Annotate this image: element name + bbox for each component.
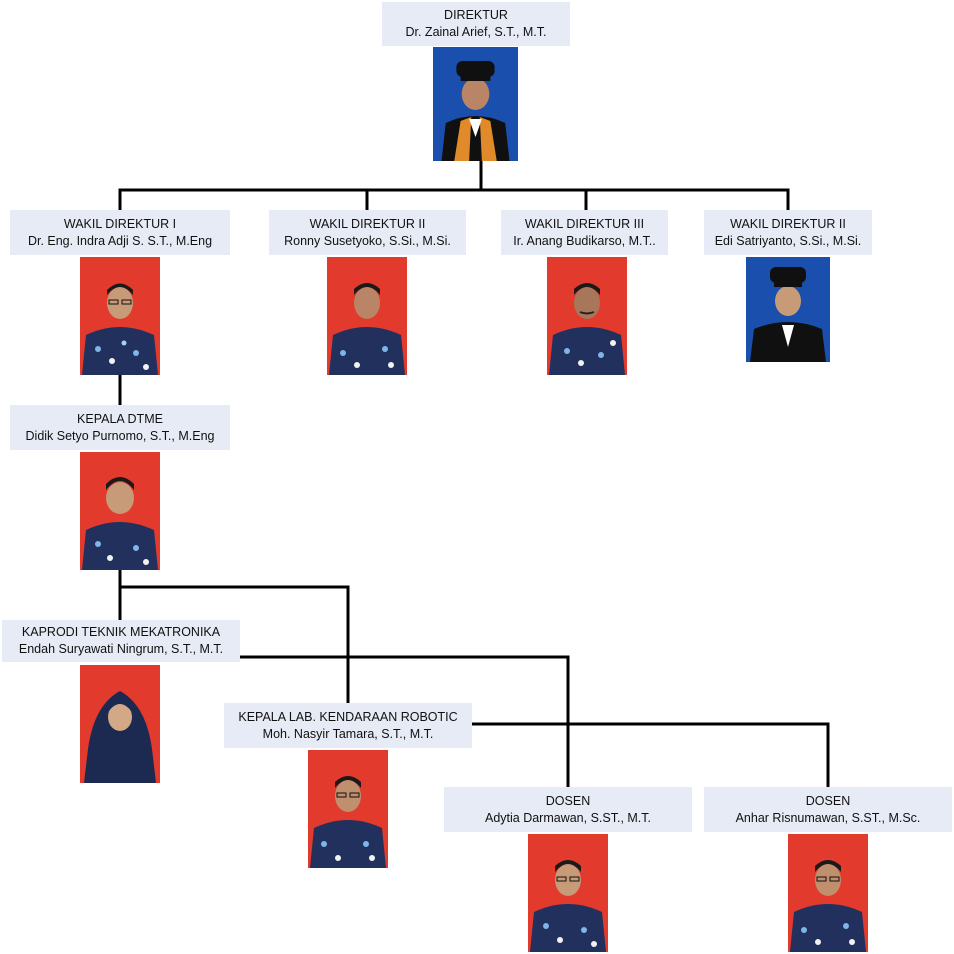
kepala-dtme-title: KEPALA DTME	[77, 411, 163, 426]
wadir1-title: WAKIL DIREKTUR I	[63, 216, 177, 231]
wadir1-label: WAKIL DIREKTUR I Dr. Eng. Indra Adji S. …	[10, 210, 230, 255]
connector-lab-to-dosen2	[470, 722, 830, 789]
wadir2-label: WAKIL DIREKTUR II Ronny Susetyoko, S.Si.…	[269, 210, 466, 255]
kepala-lab-name: Moh. Nasyir Tamara, S.T., M.T.	[262, 726, 434, 741]
wadir2-name: Ronny Susetyoko, S.Si., M.Si.	[284, 233, 451, 248]
kepala-dtme-label: KEPALA DTME Didik Setyo Purnomo, S.T., M…	[10, 405, 230, 450]
dosen1-title: DOSEN	[545, 793, 591, 808]
wadir2-title: WAKIL DIREKTUR II	[309, 216, 426, 231]
connector-kaprodi-to-dosen1	[238, 655, 570, 789]
kaprodi-title: KAPRODI TEKNIK MEKATRONIKA	[21, 625, 221, 639]
dosen2-title: DOSEN	[805, 793, 851, 808]
kepala-dtme-name: Didik Setyo Purnomo, S.T., M.Eng	[25, 428, 215, 443]
wadir4-photo	[746, 257, 830, 362]
wadir2-photo	[327, 257, 407, 375]
wadir3-name: Ir. Anang Budikarso, M.T..	[513, 233, 656, 248]
direktur-title: DIREKTUR	[444, 8, 508, 22]
wadir3-title: WAKIL DIREKTUR III	[524, 216, 645, 231]
dosen1-photo	[528, 834, 608, 952]
connector-dtme-to-lab	[118, 585, 350, 705]
dosen2-name: Anhar Risnumawan, S.ST., M.Sc.	[735, 810, 921, 825]
direktur-label: DIREKTUR Dr. Zainal Arief, S.T., M.T.	[382, 2, 570, 46]
wadir4-name: Edi Satriyanto, S.Si., M.Si.	[714, 233, 862, 248]
wadir3-label: WAKIL DIREKTUR III Ir. Anang Budikarso, …	[501, 210, 668, 255]
kepala-dtme-photo	[80, 452, 160, 570]
wadir1-photo	[80, 257, 160, 375]
direktur-name: Dr. Zainal Arief, S.T., M.T.	[405, 25, 547, 39]
kepala-lab-title: KEPALA LAB. KENDARAAN ROBOTIC	[238, 709, 458, 724]
wadir4-title: WAKIL DIREKTUR II	[730, 216, 846, 231]
wadir3-photo	[547, 257, 627, 375]
kepala-lab-label: KEPALA LAB. KENDARAAN ROBOTIC Moh. Nasyi…	[224, 703, 472, 748]
kepala-lab-photo	[308, 750, 388, 868]
dosen1-label: DOSEN Adytia Darmawan, S.ST., M.T.	[444, 787, 692, 832]
wadir1-name: Dr. Eng. Indra Adji S. S.T., M.Eng	[27, 233, 213, 248]
kaprodi-name: Endah Suryawati Ningrum, S.T., M.T.	[18, 642, 224, 656]
dosen1-name: Adytia Darmawan, S.ST., M.T.	[484, 810, 652, 825]
direktur-photo	[433, 47, 518, 161]
kaprodi-photo	[80, 665, 160, 783]
wadir4-label: WAKIL DIREKTUR II Edi Satriyanto, S.Si.,…	[704, 210, 872, 255]
dosen2-label: DOSEN Anhar Risnumawan, S.ST., M.Sc.	[704, 787, 952, 832]
dosen2-photo	[788, 834, 868, 952]
kaprodi-label: KAPRODI TEKNIK MEKATRONIKA Endah Suryawa…	[2, 620, 240, 662]
